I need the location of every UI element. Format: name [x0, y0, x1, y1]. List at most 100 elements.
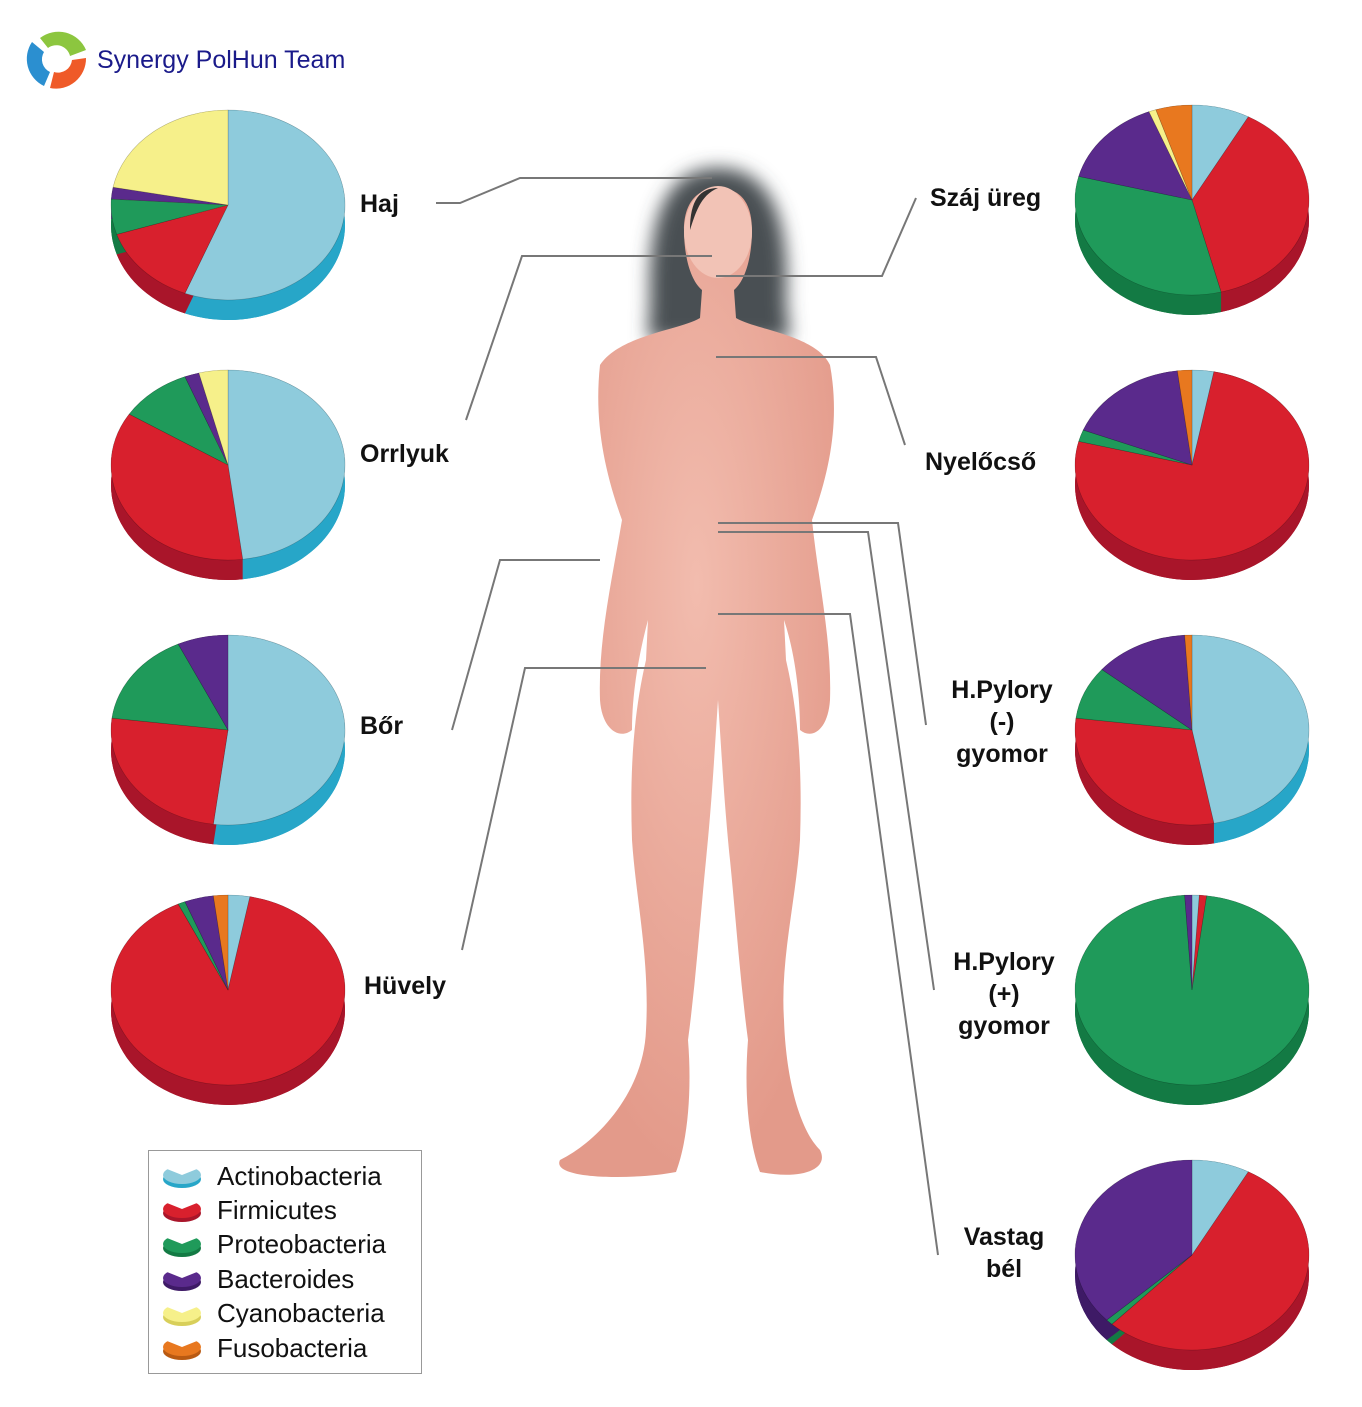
pie-band-actinobacteria	[184, 110, 345, 320]
pie-slice-actinobacteria	[212, 634, 346, 826]
pie-slice-fusobacteria	[212, 894, 229, 991]
pie-slice-proteobacteria	[177, 901, 229, 991]
pie-slice-cyanobacteria	[1148, 109, 1193, 201]
pie-slice-proteobacteria	[1106, 1254, 1193, 1325]
connector-lines	[436, 177, 939, 1256]
pie-h-pylory-gyomor	[1074, 634, 1310, 845]
pie-slice-actinobacteria	[184, 109, 346, 301]
pie-band-firmicutes	[111, 718, 214, 845]
label-line: H.Pylory	[951, 676, 1053, 704]
legend-swatch-icon	[163, 1303, 201, 1326]
pie-slice-fusobacteria	[1184, 634, 1193, 731]
pie-slice-cyanobacteria	[112, 109, 229, 206]
pie-band-proteobacteria	[111, 199, 117, 255]
pie-slice-fusobacteria	[1155, 104, 1193, 201]
pie-vastag-b-l	[1074, 1159, 1310, 1370]
pie-slice-bacteroides	[1101, 634, 1193, 731]
legend-item-firmicutes: Firmicutes	[161, 1195, 337, 1225]
legend-label: Cyanobacteria	[217, 1298, 385, 1329]
pie-slice-bacteroides	[1074, 1159, 1193, 1321]
pie-slice-bacteroides	[177, 634, 229, 732]
label-bor: Bőr	[360, 712, 404, 740]
legend-label: Firmicutes	[217, 1194, 337, 1225]
pie-slice-actinobacteria	[1191, 894, 1200, 991]
legend-label: Fusobacteria	[217, 1332, 368, 1363]
pie-slice-proteobacteria	[1075, 669, 1193, 731]
brand-name: Synergy PolHun Team	[97, 46, 346, 74]
pie-slice-firmicutes	[116, 204, 229, 294]
pie-slice-firmicutes	[110, 717, 229, 825]
pie-slice-firmicutes	[1074, 371, 1310, 561]
label-vastag-bel: Vastag bél	[952, 1221, 1056, 1285]
legend-swatch-icon	[163, 1199, 201, 1223]
pie-slice-firmicutes	[1111, 1171, 1310, 1351]
label-hpylory-pos: H.Pylory (+) gyomor	[942, 946, 1066, 1042]
pie-slice-bacteroides	[1082, 370, 1193, 466]
legend-item-bacteroides: Bacteroides	[161, 1264, 354, 1294]
pie-slice-actinobacteria	[227, 369, 346, 560]
pie-slice-actinobacteria	[1191, 1159, 1249, 1256]
pie-slice-firmicutes	[1191, 116, 1310, 293]
pie-haj	[110, 109, 346, 320]
logo-icon	[26, 28, 87, 89]
label-line: gyomor	[956, 740, 1048, 768]
legend-item-fusobacteria: Fusobacteria	[161, 1333, 367, 1363]
pie-h-vely	[110, 894, 346, 1106]
label-nyelocso: Nyelőcső	[925, 448, 1037, 476]
label-line: (+)	[988, 980, 1020, 1008]
label-huvely: Hüvely	[364, 972, 446, 1000]
label-haj: Haj	[360, 190, 399, 218]
pie-slice-proteobacteria	[111, 643, 229, 731]
pie-slice-firmicutes	[1074, 717, 1215, 826]
pie-slice-actinobacteria	[1191, 634, 1310, 824]
pie-slice-bacteroides	[184, 895, 229, 991]
pie-slice-bacteroides	[110, 186, 229, 206]
pie-band-proteobacteria	[1075, 176, 1222, 315]
label-hpylory-neg: H.Pylory (-) gyomor	[940, 674, 1064, 770]
pie-slice-proteobacteria	[1078, 429, 1193, 466]
legend-item-actinobacteria: Actinobacteria	[161, 1161, 382, 1191]
legend-label: Proteobacteria	[217, 1229, 387, 1260]
pie-nyel-cs-	[1074, 369, 1310, 580]
pie-slice-fusobacteria	[1176, 369, 1193, 466]
legend-swatch-icon	[163, 1268, 201, 1292]
pie-slice-actinobacteria	[1191, 369, 1215, 466]
pie-slice-firmicutes	[110, 413, 244, 561]
pie-slice-proteobacteria	[1074, 894, 1310, 1086]
pie-slice-bacteroides	[1078, 111, 1193, 201]
label-line: bél	[985, 1255, 1023, 1283]
legend-item-proteobacteria: Proteobacteria	[161, 1229, 387, 1260]
pie-slice-bacteroides	[1184, 894, 1193, 991]
pie-band-firmicutes	[116, 234, 185, 314]
pie-slice-actinobacteria	[1191, 104, 1249, 201]
pie-sz-j-reg	[1074, 104, 1310, 315]
label-line: gyomor	[958, 1012, 1050, 1040]
pie-slice-bacteroides	[184, 372, 229, 466]
pie-band-firmicutes	[110, 414, 243, 581]
pie-slice-proteobacteria	[110, 198, 229, 235]
pie-slice-proteobacteria	[128, 376, 229, 466]
legend-swatch-icon	[163, 1165, 201, 1188]
label-szaj-ureg: Száj üreg	[930, 184, 1042, 212]
label-line: Vastag	[963, 1223, 1045, 1251]
label-line: H.Pylory	[953, 948, 1055, 976]
pie-slice-firmicutes	[1191, 894, 1208, 991]
pie-orrlyuk	[110, 369, 346, 581]
pie-slice-cyanobacteria	[198, 369, 229, 466]
legend-swatch-icon	[163, 1234, 201, 1257]
pie-band-firmicutes	[1074, 718, 1214, 845]
label-orrlyuk: Orrlyuk	[360, 440, 449, 468]
legend-item-cyanobacteria: Cyanobacteria	[161, 1298, 385, 1329]
pie-h-pylory-gyomor	[1074, 894, 1310, 1105]
pie-slice-actinobacteria	[227, 894, 251, 991]
legend-label: Bacteroides	[217, 1263, 355, 1294]
pie-slice-proteobacteria	[1074, 176, 1222, 296]
legend-label: Actinobacteria	[217, 1160, 382, 1191]
body-figure	[559, 168, 834, 1177]
pie-b-r	[110, 634, 346, 845]
pie-band-firmicutes	[1221, 116, 1310, 313]
legend-swatch-icon	[163, 1337, 201, 1360]
pie-slice-firmicutes	[110, 896, 346, 1086]
